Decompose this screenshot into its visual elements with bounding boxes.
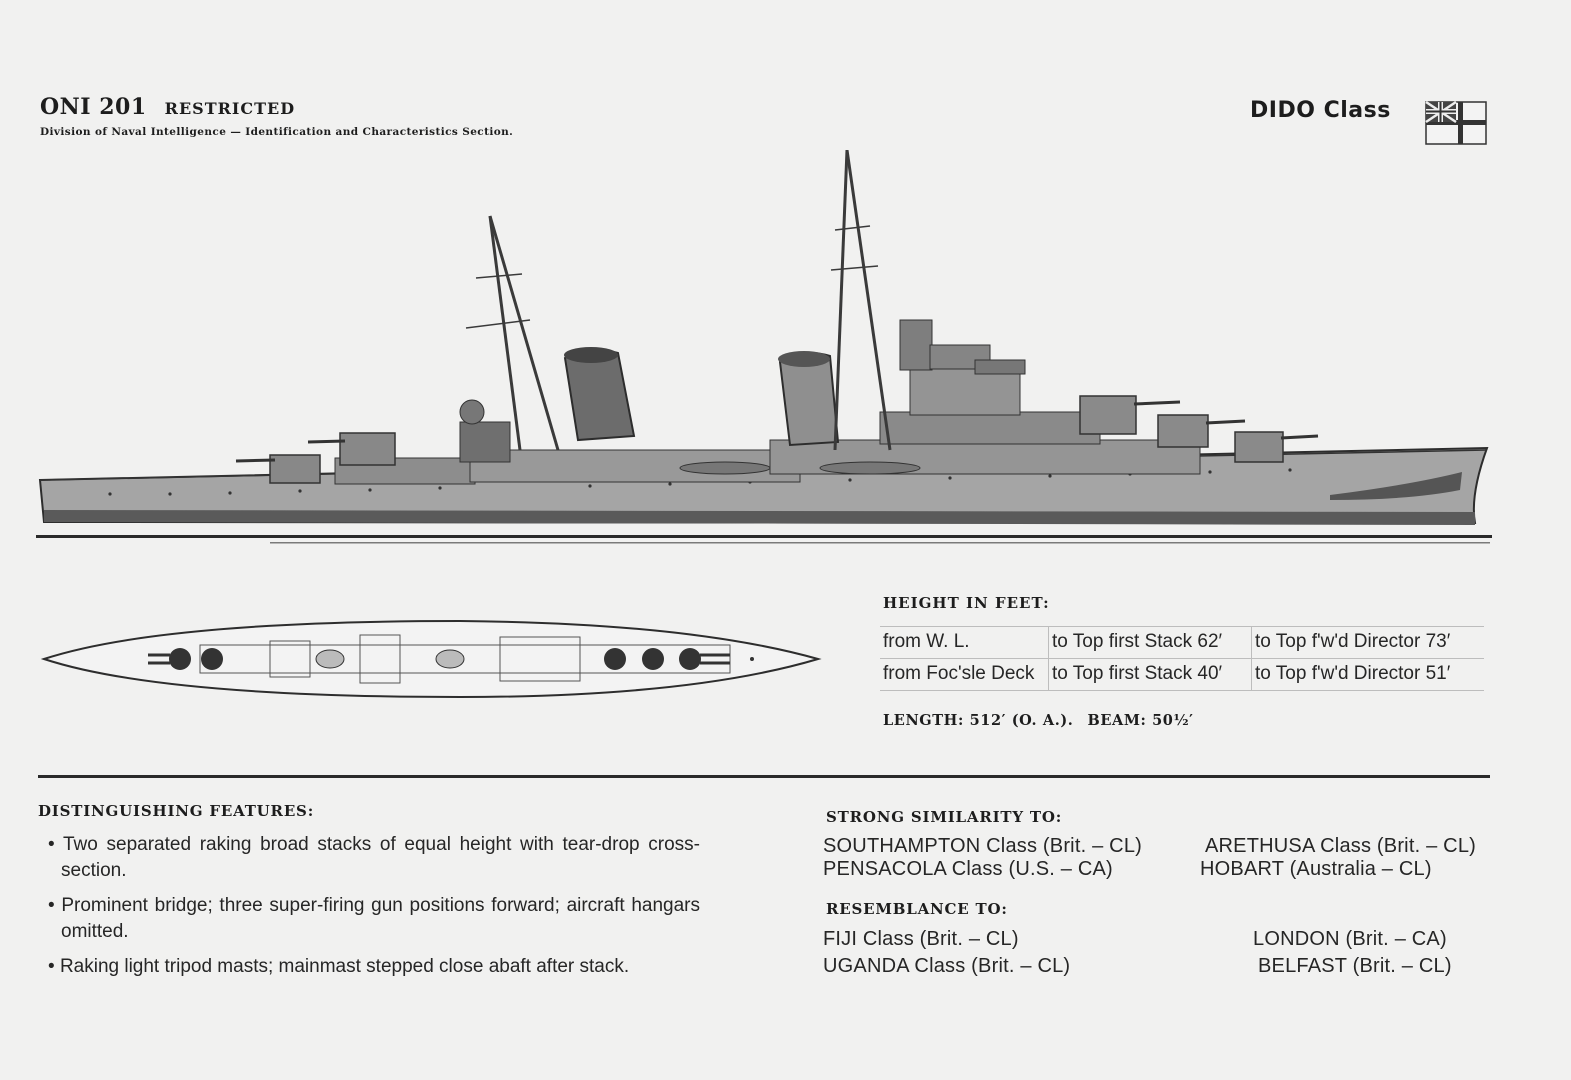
height-table: from W. L. to Top first Stack 62′ to Top… [880, 626, 1484, 691]
feature-item: • Two separated raking broad stacks of e… [48, 834, 700, 881]
feature-text: Raking light tripod masts; mainmast step… [59, 956, 630, 977]
table-cell: from Foc'sle Deck [880, 658, 1049, 691]
height-heading: HEIGHT IN FEET: [883, 594, 1050, 612]
section-divider [38, 775, 1490, 778]
resembling-ship: UGANDA Class (Brit. – CL) [823, 955, 1071, 977]
feature-text: Two separated raking broad stacks of equ… [61, 834, 700, 881]
ship-profile-drawing [36, 150, 1492, 544]
feature-item: • Prominent bridge; three super-firing g… [48, 895, 700, 942]
table-row: from W. L. to Top first Stack 62′ to Top… [880, 626, 1484, 659]
resembling-ship: FIJI Class (Brit. – CL) [823, 928, 1019, 950]
ship-class-title: DIDO Class [1250, 98, 1391, 123]
table-cell: to Top f'w'd Director 73′ [1251, 626, 1484, 659]
length-value: LENGTH: 512′ (O. A.). [883, 712, 1074, 729]
resembling-ship: BELFAST (Brit. – CL) [1258, 955, 1452, 977]
feature-item: • Raking light tripod masts; mainmast st… [48, 956, 630, 977]
beam-value: BEAM: 50½′ [1087, 712, 1194, 729]
table-cell: from W. L. [880, 626, 1049, 659]
similar-ship: HOBART (Australia – CL) [1200, 858, 1432, 880]
table-cell: to Top f'w'd Director 51′ [1251, 658, 1484, 691]
classification-label: RESTRICTED [164, 99, 296, 118]
white-ensign-flag-icon [1425, 101, 1487, 145]
dimensions-line: LENGTH: 512′ (O. A.). BEAM: 50½′ [883, 712, 1194, 729]
similarity-heading: STRONG SIMILARITY TO: [826, 808, 1063, 826]
features-heading: DISTINGUISHING FEATURES: [38, 802, 315, 820]
document-code: ONI 201 RESTRICTED [40, 94, 295, 120]
similar-ship: PENSACOLA Class (U.S. – CA) [823, 858, 1113, 880]
table-row: from Foc'sle Deck to Top first Stack 40′… [880, 658, 1484, 691]
similar-ship: SOUTHAMPTON Class (Brit. – CL) [823, 835, 1142, 857]
resembling-ship: LONDON (Brit. – CA) [1253, 928, 1447, 950]
table-cell: to Top first Stack 62′ [1048, 626, 1252, 659]
feature-text: Prominent bridge; three super-firing gun… [61, 895, 700, 942]
division-subtitle: Division of Naval Intelligence — Identif… [40, 126, 514, 138]
resemblance-heading: RESEMBLANCE TO: [826, 900, 1008, 918]
table-cell: to Top first Stack 40′ [1048, 658, 1252, 691]
oni-number: ONI 201 [40, 94, 147, 120]
ship-plan-view-drawing [40, 619, 822, 699]
similar-ship: ARETHUSA Class (Brit. – CL) [1205, 835, 1477, 857]
